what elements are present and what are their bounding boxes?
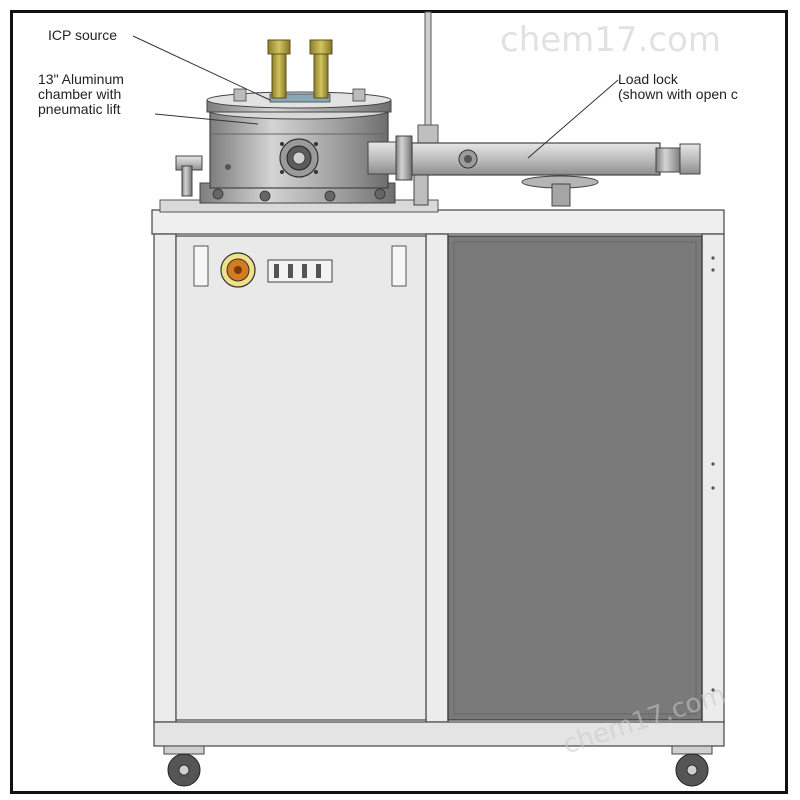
label-chamber-line-1: 13" Aluminum (38, 71, 124, 87)
aluminum-chamber (209, 109, 389, 189)
electronics-cabinet-door (175, 235, 427, 721)
watermark-top: chem17.com (500, 20, 721, 60)
emergency-stop-button[interactable] (220, 252, 256, 288)
callout-leaders (132, 35, 619, 159)
loadlock-vertical-rod (417, 11, 439, 144)
label-load-lock-line-2: (shown with open c (618, 86, 738, 102)
caster-left (163, 745, 205, 787)
cabinet-top-plate (151, 199, 725, 235)
label-icp-source-text: ICP source (48, 27, 117, 43)
caster-right (671, 745, 713, 787)
label-load-lock-line-1: Load lock (618, 72, 678, 87)
icp-source (267, 39, 333, 99)
label-chamber: 13" Aluminum chamber with pneumatic lift (38, 72, 124, 117)
load-lock (367, 135, 701, 207)
label-chamber-line-2: chamber with (38, 86, 122, 102)
label-load-lock: Load lock (shown with open c (618, 72, 778, 102)
pump-compartment-panel (447, 235, 703, 721)
side-gas-fitting (175, 155, 203, 197)
chamber-lid (206, 88, 392, 120)
label-icp-source: ICP source (48, 28, 117, 43)
label-chamber-line-3: pneumatic lift (38, 101, 121, 117)
control-switch-panel[interactable] (267, 259, 333, 283)
cabinet-frame (153, 233, 725, 747)
